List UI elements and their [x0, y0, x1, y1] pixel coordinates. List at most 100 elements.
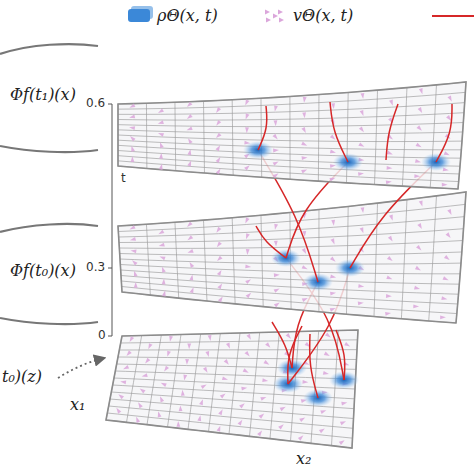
- velocity-arrow: [217, 241, 222, 247]
- velocity-arrow: [190, 262, 195, 268]
- velocity-arrow: [413, 305, 419, 309]
- velocity-arrow: [130, 225, 136, 229]
- velocity-arrow: [416, 143, 422, 148]
- velocity-arrow: [246, 233, 250, 239]
- velocity-arrow: [241, 387, 247, 391]
- legend-entry: ρΘ(x, t): [128, 6, 218, 25]
- velocity-arrow: [274, 302, 280, 307]
- velocity-arrow: [164, 366, 169, 372]
- grid-line: [121, 281, 457, 304]
- grid-line: [118, 135, 462, 142]
- velocity-arrow: [158, 133, 164, 137]
- axis-tick-label: 0.3: [86, 261, 105, 274]
- velocity-arrow: [160, 396, 164, 402]
- velocity-arrow: [126, 350, 131, 356]
- velocity-arrow: [330, 308, 336, 312]
- legend-entry: vΘ(x, t): [262, 6, 353, 25]
- grid-line: [118, 103, 465, 115]
- velocity-arrow: [129, 126, 135, 130]
- velocity-arrow: [134, 282, 138, 288]
- velocity-arrow: [218, 409, 222, 415]
- velocity-arrow: [123, 365, 129, 369]
- velocity-arrow: [324, 352, 330, 356]
- grid-line: [429, 196, 437, 321]
- velocity-arrow: [218, 297, 223, 303]
- velocity-arrow: [358, 142, 364, 146]
- legend-text: ρΘ(x, t): [157, 6, 218, 25]
- velocity-arrow: [246, 113, 250, 119]
- velocity-arrow: [187, 221, 192, 226]
- velocity-arrow: [205, 351, 209, 357]
- velocity-arrow: [361, 207, 365, 213]
- time-axis: [112, 104, 113, 336]
- grid-line: [204, 220, 207, 301]
- velocity-arrow: [273, 134, 278, 140]
- trajectory-sample: [432, 15, 474, 17]
- velocity-arrow: [162, 291, 166, 297]
- velocity-arrow: [446, 115, 451, 121]
- velocity-arrow: [387, 151, 393, 155]
- trajectory-line: [258, 106, 267, 150]
- velocity-arrow: [239, 403, 245, 408]
- velocity-arrow: [279, 17, 284, 22]
- grid-line: [118, 123, 463, 127]
- velocity-arrow: [389, 100, 393, 106]
- velocity-arrow: [361, 93, 365, 99]
- velocity-arrow: [386, 180, 392, 184]
- velocity-arrow: [243, 368, 249, 372]
- velocity-arrow: [179, 405, 183, 411]
- velocity-arrow: [419, 88, 423, 94]
- grid-line: [430, 85, 436, 188]
- velocity-arrow: [265, 342, 270, 348]
- velocity-arrow: [446, 232, 451, 238]
- grid-line: [118, 82, 466, 104]
- axis-tick: [108, 104, 112, 105]
- velocity-arrow: [302, 248, 306, 254]
- velocity-arrow: [302, 112, 306, 118]
- velocity-arrow: [131, 156, 135, 162]
- velocity-arrow: [274, 224, 278, 230]
- velocity-arrow: [299, 417, 305, 422]
- velocity-arrow: [201, 385, 207, 389]
- velocity-arrow: [414, 286, 420, 290]
- velocity-arrow: [190, 287, 194, 293]
- velocity-arrow: [148, 343, 152, 349]
- velocity-arrow: [262, 378, 268, 382]
- velocity-arrow: [130, 237, 136, 241]
- velocity-arrow: [129, 115, 135, 119]
- velocity-arrow: [385, 312, 391, 316]
- velocity-arrow: [217, 426, 221, 432]
- axis-label: x₁: [70, 396, 85, 414]
- trajectory-line: [436, 104, 452, 162]
- velocity-arrow: [302, 298, 308, 302]
- grid-line: [203, 101, 205, 173]
- velocity-arrow: [226, 343, 230, 349]
- velocity-arrow: [278, 424, 284, 429]
- grid-line: [374, 90, 377, 184]
- velocity-arrow: [181, 390, 185, 396]
- velocity-arrow: [131, 250, 137, 254]
- velocity-arrow: [203, 367, 208, 373]
- velocity-arrow: [216, 107, 221, 113]
- velocity-arrow: [358, 302, 364, 306]
- velocity-arrow: [129, 103, 135, 107]
- velocity-arrow: [415, 266, 421, 271]
- trajectory-line: [256, 226, 286, 258]
- velocity-arrow: [386, 275, 392, 279]
- trajectory-line: [386, 104, 398, 160]
- velocity-arrow: [216, 157, 221, 163]
- velocity-arrow: [247, 334, 251, 340]
- time-slice-plane: [118, 82, 466, 189]
- velocity-arrow: [341, 402, 347, 406]
- velocity-arrow: [189, 275, 193, 281]
- velocity-arrow: [245, 217, 249, 223]
- velocity-arrow: [442, 183, 448, 187]
- velocity-arrow: [183, 374, 187, 380]
- velocity-arrow: [199, 399, 203, 405]
- velocity-arrow: [158, 120, 164, 124]
- velocity-arrow: [187, 102, 192, 107]
- velocity-arrow: [273, 162, 279, 166]
- velocity-arrow: [238, 420, 243, 426]
- trajectory-line: [330, 102, 348, 162]
